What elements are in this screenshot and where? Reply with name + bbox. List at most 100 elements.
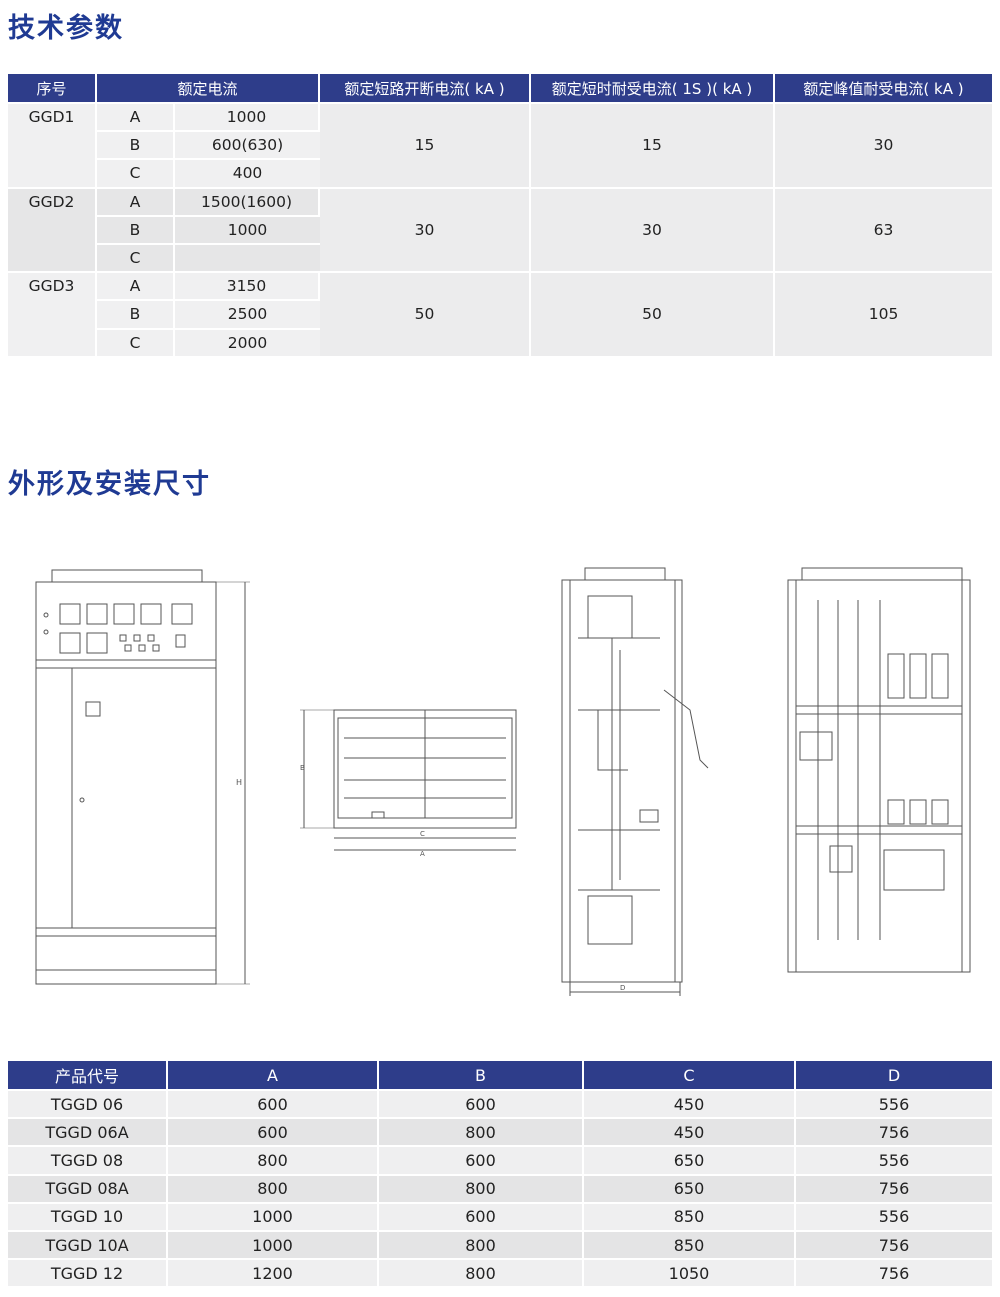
current-cell bbox=[175, 242, 321, 272]
dimension-cell: 800 bbox=[379, 1229, 584, 1259]
peak-cell: 105 bbox=[775, 271, 993, 356]
dimension-cell: 1200 bbox=[168, 1258, 379, 1287]
dimension-cell: 850 bbox=[584, 1201, 796, 1230]
spec-row: C bbox=[8, 242, 992, 272]
dimension-cell: 800 bbox=[168, 1145, 379, 1174]
product-code-cell: TGGD 10A bbox=[8, 1229, 168, 1259]
model-cell: GGD1 bbox=[8, 102, 97, 187]
header-peak-current: 额定峰值耐受电流( kA ) bbox=[775, 74, 993, 102]
depth-dim-label: C bbox=[420, 830, 425, 838]
spec-header-row: 序号 额定电流 额定短路开断电流( kA ) 额定短时耐受电流( 1S )( k… bbox=[8, 74, 993, 102]
breaking-cell: 50 bbox=[320, 271, 532, 356]
product-code-cell: TGGD 10 bbox=[8, 1201, 168, 1230]
header-a: A bbox=[168, 1061, 379, 1089]
model-cell: GGD3 bbox=[8, 271, 97, 356]
header-breaking-current: 额定短路开断电流( kA ) bbox=[320, 74, 532, 102]
product-code-cell: TGGD 06 bbox=[8, 1089, 168, 1118]
dimension-cell: 850 bbox=[584, 1229, 796, 1259]
grade-cell: A bbox=[97, 186, 175, 215]
breaking-cell: 30 bbox=[320, 186, 532, 272]
dimension-cell: 600 bbox=[168, 1089, 379, 1118]
grade-cell: C bbox=[97, 327, 175, 356]
grade-cell: B bbox=[97, 299, 175, 328]
grade-cell: A bbox=[97, 271, 175, 300]
rear-view-drawing bbox=[787, 567, 971, 973]
dimension-cell: 1000 bbox=[168, 1201, 379, 1230]
current-cell: 1000 bbox=[175, 102, 321, 131]
dimension-cell: 756 bbox=[796, 1173, 992, 1202]
product-code-cell: TGGD 08 bbox=[8, 1145, 168, 1174]
top-view-drawing: C A B bbox=[300, 709, 517, 858]
model-cell: GGD2 bbox=[8, 186, 97, 272]
header-serial: 序号 bbox=[8, 74, 97, 102]
dimension-cell: 1000 bbox=[168, 1229, 379, 1259]
grade-cell: B bbox=[97, 130, 175, 159]
dimension-cell: 756 bbox=[796, 1258, 992, 1287]
dimension-cell: 756 bbox=[796, 1117, 992, 1146]
current-cell: 1500(1600) bbox=[175, 186, 321, 215]
current-cell: 2000 bbox=[175, 327, 321, 356]
current-cell: 3150 bbox=[175, 271, 321, 300]
dimension-cell: 800 bbox=[379, 1173, 584, 1202]
dimension-cell: 800 bbox=[379, 1117, 584, 1146]
current-cell: 600(630) bbox=[175, 130, 321, 159]
dimension-cell: 450 bbox=[584, 1117, 796, 1146]
dim-header-row: 产品代号 A B C D bbox=[8, 1061, 992, 1089]
dimension-cell: 600 bbox=[379, 1089, 584, 1118]
dimension-cell: 600 bbox=[379, 1201, 584, 1230]
base-dim-label: D bbox=[620, 984, 625, 992]
header-short-time-current: 额定短时耐受电流( 1S )( kA ) bbox=[531, 74, 776, 102]
current-cell: 400 bbox=[175, 158, 321, 187]
dimension-cell: 756 bbox=[796, 1229, 992, 1259]
header-rated-current: 额定电流 bbox=[97, 74, 321, 102]
product-code-cell: TGGD 12 bbox=[8, 1258, 168, 1287]
peak-cell: 30 bbox=[775, 102, 993, 187]
grade-cell: A bbox=[97, 102, 175, 131]
product-code-cell: TGGD 06A bbox=[8, 1117, 168, 1146]
dimension-cell: 450 bbox=[584, 1089, 796, 1118]
header-b: B bbox=[379, 1061, 584, 1089]
side-dim-label: B bbox=[300, 764, 305, 772]
dimension-cell: 650 bbox=[584, 1173, 796, 1202]
grade-cell: C bbox=[97, 158, 175, 187]
header-d: D bbox=[796, 1061, 992, 1089]
height-dim-label: H bbox=[236, 778, 242, 787]
peak-cell: 63 bbox=[775, 186, 993, 272]
dimension-cell: 800 bbox=[379, 1258, 584, 1287]
grade-cell: B bbox=[97, 214, 175, 243]
section-title-specs: 技术参数 bbox=[8, 13, 124, 44]
width-dim-label: A bbox=[420, 850, 425, 858]
product-code-cell: TGGD 08A bbox=[8, 1173, 168, 1202]
dimension-cell: 556 bbox=[796, 1201, 992, 1230]
dimension-cell: 650 bbox=[584, 1145, 796, 1174]
header-c: C bbox=[584, 1061, 796, 1089]
short-time-cell: 30 bbox=[531, 186, 776, 272]
dimension-cell: 556 bbox=[796, 1089, 992, 1118]
header-product-code: 产品代号 bbox=[8, 1061, 168, 1089]
breaking-cell: 15 bbox=[320, 102, 532, 187]
dimension-cell: 600 bbox=[168, 1117, 379, 1146]
dimension-cell: 1050 bbox=[584, 1258, 796, 1287]
side-view-drawing: D bbox=[561, 567, 709, 996]
front-view-drawing: H bbox=[35, 569, 250, 985]
current-cell: 1000 bbox=[175, 214, 321, 243]
cabinet-drawings: H C A B bbox=[0, 560, 1000, 1000]
dimension-cell: 800 bbox=[168, 1173, 379, 1202]
